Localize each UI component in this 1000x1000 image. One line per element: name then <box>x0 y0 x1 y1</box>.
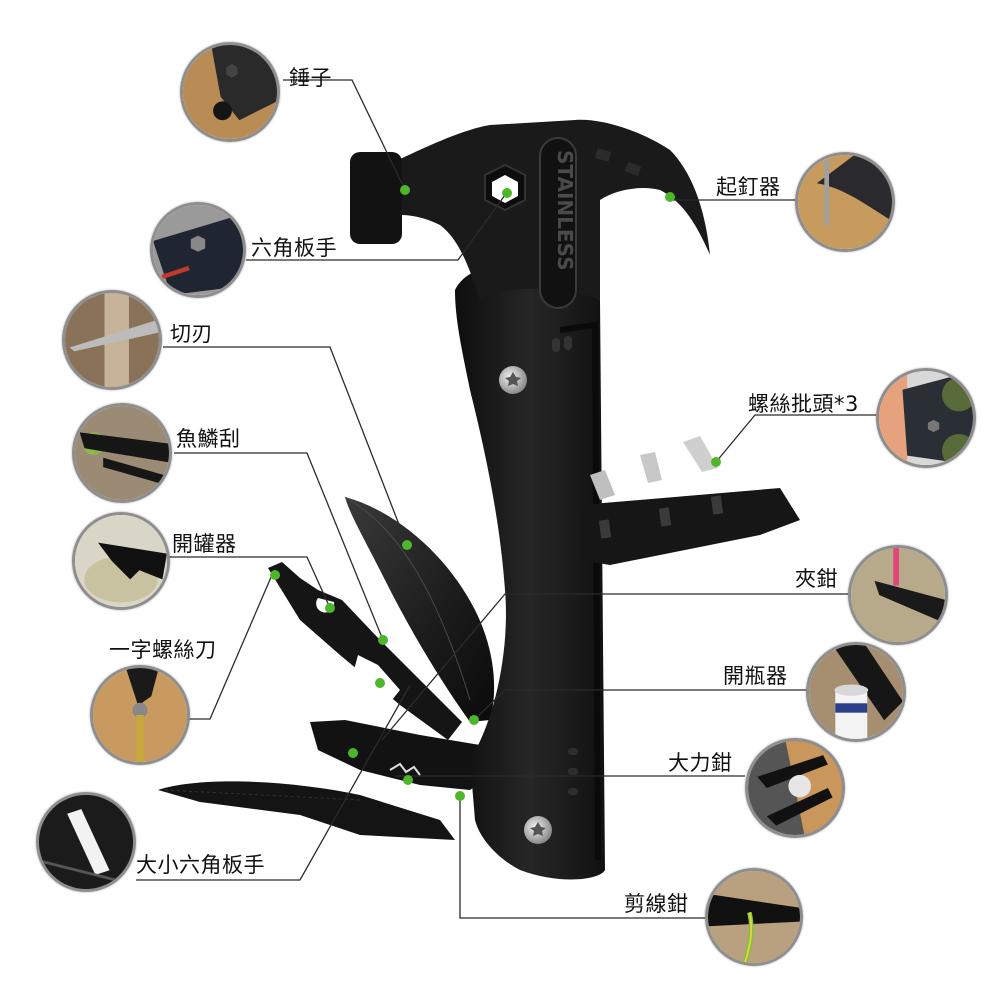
stainless-engraving: STAINLESS <box>553 150 577 270</box>
can-opener-inset <box>72 512 170 610</box>
multi-hex-wrench-inset <box>36 792 136 892</box>
locking-pliers-inset <box>745 738 845 838</box>
label-hex-wrench: 六角板手 <box>251 236 337 260</box>
screwdriver-bit-phillips-1 <box>590 470 615 500</box>
leader-pliers <box>381 593 848 741</box>
leader-flat-screwdriver <box>186 567 276 720</box>
label-multi-hex-wrench: 大小六角板手 <box>136 853 265 877</box>
label-bottle-opener: 開瓶器 <box>723 664 788 688</box>
label-fish-scaler: 魚鱗刮 <box>176 427 241 451</box>
label-hammer: 錘子 <box>289 66 332 90</box>
hammer-head: STAINLESS <box>350 119 710 309</box>
knife-blade <box>344 496 495 722</box>
label-knife: 切刃 <box>170 322 213 346</box>
leader-fish-scaler <box>174 452 384 641</box>
leader-bits <box>715 414 876 463</box>
hex-wrench-inset <box>150 202 246 298</box>
leader-bottle-opener <box>473 689 807 721</box>
stainless-plate <box>539 137 577 309</box>
leader-can-opener <box>168 556 331 609</box>
label-flat-screwdriver: 一字螺絲刀 <box>109 638 217 662</box>
leader-wire-cutter <box>459 800 705 919</box>
screwdriver-bit-flat <box>683 436 718 472</box>
leader-multi-hex <box>136 684 411 881</box>
label-nail-puller: 起釘器 <box>716 175 781 199</box>
bottle-opener-inset <box>806 642 906 742</box>
pliers-inset <box>848 545 948 645</box>
label-can-opener: 開罐器 <box>172 532 237 556</box>
label-locking-pliers: 大力鉗 <box>668 751 733 775</box>
label-needle-nose-pliers: 夾鉗 <box>795 567 838 591</box>
screwdriver-bits-inset <box>876 368 976 468</box>
leader-knife <box>163 346 408 546</box>
leader-hex-wrench <box>246 194 506 261</box>
knife-inset <box>62 290 162 390</box>
hammer-striking-face <box>350 152 402 244</box>
bit-holder <box>580 436 800 565</box>
tool-handle <box>455 265 605 880</box>
screwdriver-bit-phillips-2 <box>640 452 662 483</box>
hammer-inset <box>180 42 280 142</box>
nail-puller-inset <box>795 152 895 252</box>
flat-screwdriver-inset <box>90 665 190 765</box>
feature-markers <box>270 185 721 801</box>
pliers-handle <box>158 781 455 840</box>
leader-hammer <box>283 79 406 191</box>
fish-scaler-inset <box>72 403 172 503</box>
label-wire-cutter: 剪線鉗 <box>624 892 689 916</box>
pliers-jaw <box>310 720 505 790</box>
wire-cutter-inset <box>705 868 803 966</box>
label-screwdriver-bits: 螺絲批頭*3 <box>748 392 859 416</box>
leader-lines <box>136 79 876 919</box>
